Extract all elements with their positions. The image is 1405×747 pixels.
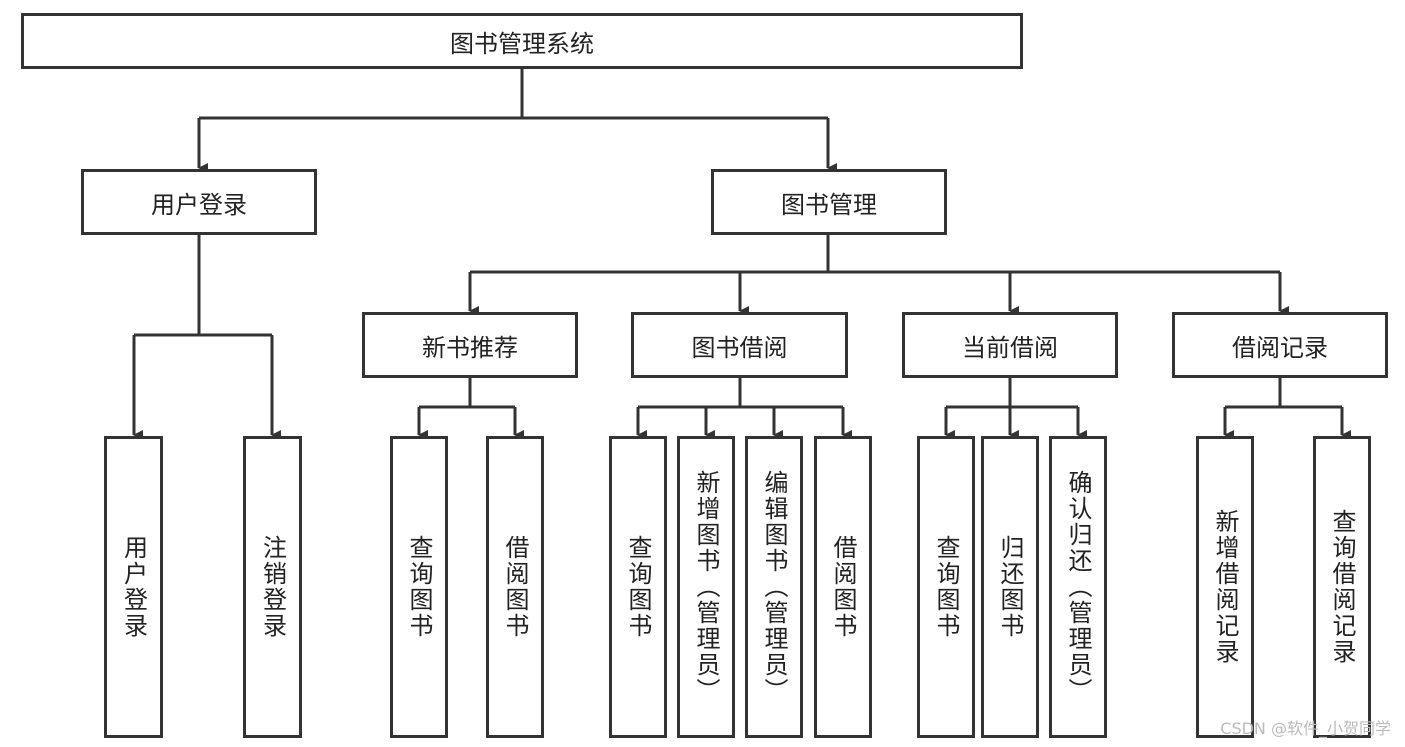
node-borrow-records: 借阅记录 (1172, 312, 1388, 378)
node-label: 借阅图书 (501, 535, 529, 639)
node-label: 新增图书（管理员） (692, 470, 720, 704)
node-label: 查询图书 (624, 535, 652, 639)
node-label: 图书管理系统 (450, 29, 594, 58)
node-book-borrow: 图书借阅 (631, 312, 848, 378)
node-label: 当前借阅 (962, 333, 1058, 362)
node-label: 用户登录 (119, 535, 148, 639)
node-login: 用户登录 (104, 436, 163, 738)
node-label: 借阅记录 (1232, 333, 1328, 362)
node-leaf: 借阅图书 (814, 436, 872, 738)
node-label: 图书管理 (781, 190, 877, 219)
node-label: 图书借阅 (691, 333, 788, 362)
node-root: 图书管理系统 (21, 13, 1023, 69)
node-label: 新书推荐 (422, 333, 518, 362)
node-leaf: 查询借阅记录 (1313, 436, 1371, 738)
watermark: CSDN @软件_小贺同学 (1220, 719, 1391, 738)
node-leaf: 归还图书 (981, 436, 1039, 738)
node-label: 编辑图书（管理员） (760, 470, 788, 704)
node-leaf: 查询图书 (917, 436, 975, 738)
node-label: 确认归还（管理员） (1064, 470, 1092, 704)
node-leaf: 编辑图书（管理员） (745, 436, 803, 738)
node-leaf: 查询图书 (390, 436, 448, 738)
node-logout: 注销登录 (243, 436, 302, 738)
node-leaf: 查询图书 (609, 436, 667, 738)
node-label: 新增借阅记录 (1211, 509, 1239, 665)
node-book-management: 图书管理 (711, 169, 947, 235)
node-leaf: 新增借阅记录 (1196, 436, 1254, 738)
node-leaf: 新增图书（管理员） (677, 436, 735, 738)
node-label: 查询图书 (405, 535, 433, 639)
connector-root (199, 68, 828, 120)
node-label: 归还图书 (996, 535, 1024, 639)
node-new-books: 新书推荐 (362, 312, 578, 378)
node-label: 注销登录 (258, 535, 287, 639)
node-label: 查询借阅记录 (1328, 509, 1356, 665)
node-user-login: 用户登录 (81, 169, 317, 235)
node-leaf: 确认归还（管理员） (1049, 436, 1107, 738)
node-current-borrow: 当前借阅 (902, 312, 1118, 378)
node-label: 用户登录 (151, 190, 247, 219)
node-leaf: 借阅图书 (486, 436, 544, 738)
node-label: 借阅图书 (829, 535, 857, 639)
node-label: 查询图书 (932, 535, 960, 639)
